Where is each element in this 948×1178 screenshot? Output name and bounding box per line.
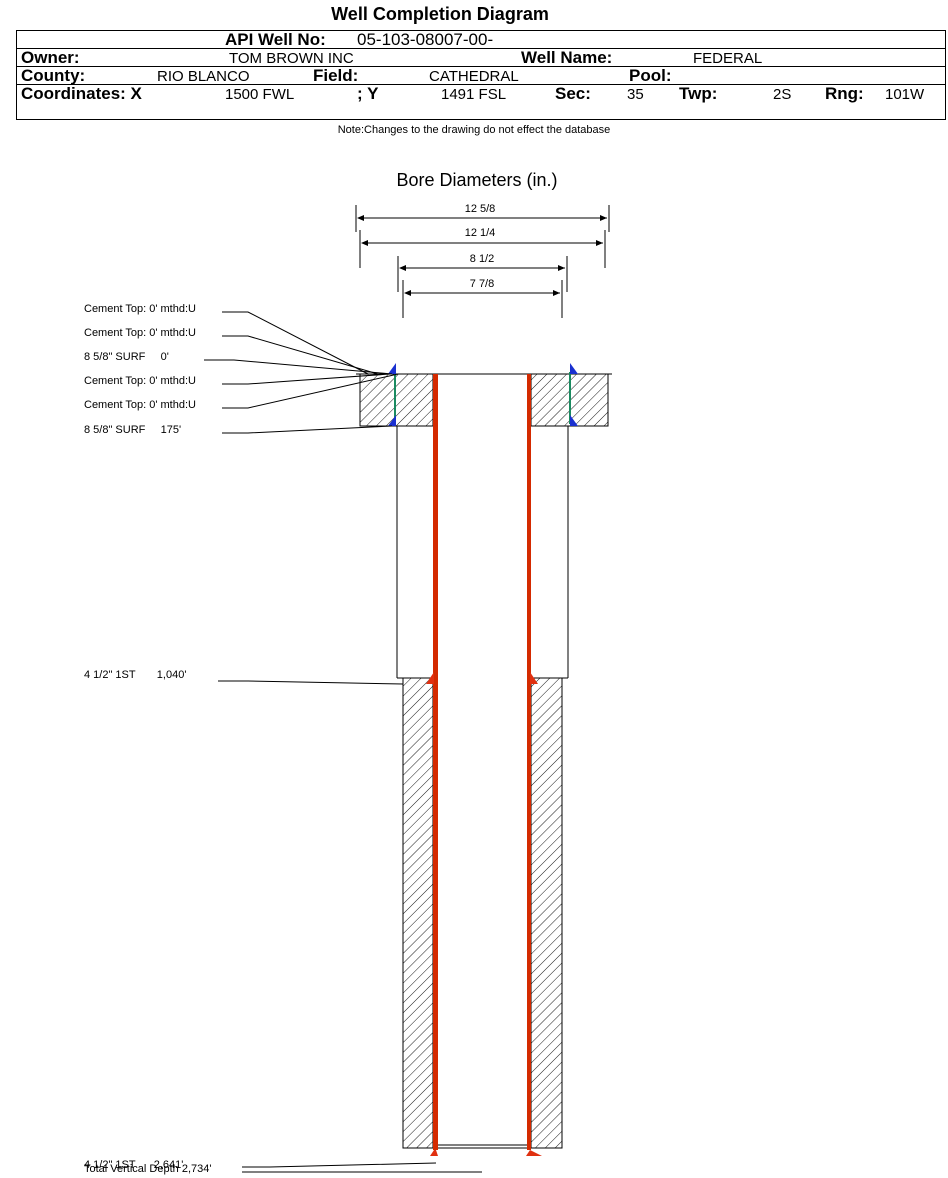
production-casing-marker-right bbox=[530, 672, 538, 684]
sec-label: Sec: bbox=[555, 84, 591, 103]
surface-casing-top-label: 8 5/8" SURF 0' bbox=[84, 351, 169, 363]
county-value: RIO BLANCO bbox=[157, 68, 250, 85]
cement-top-label: Cement Top: 0' mthd:U bbox=[84, 375, 196, 387]
header-row-coordinates: Coordinates: X 1500 FWL ; Y 1491 FSL Sec… bbox=[17, 84, 945, 103]
api-well-no-value: 05-103-08007-00- bbox=[357, 30, 494, 49]
county-label: County: bbox=[21, 66, 86, 85]
leader-lines bbox=[204, 311, 482, 1173]
production-cement-right bbox=[530, 677, 563, 1149]
owner-value: TOM BROWN INC bbox=[229, 50, 354, 67]
well-name-value: FEDERAL bbox=[693, 50, 763, 67]
surface-casing-shoe-label: 8 5/8" SURF 175' bbox=[84, 424, 181, 436]
bore-dim-label: 7 7/8 bbox=[470, 278, 494, 290]
cement-top-label: Cement Top: 0' mthd:U bbox=[84, 399, 196, 411]
field-value: CATHEDRAL bbox=[429, 68, 519, 85]
bore-dim-label: 12 1/4 bbox=[465, 227, 496, 239]
header-row-county: County: RIO BLANCO Field: CATHEDRAL Pool… bbox=[17, 66, 945, 85]
production-shoe-marker-right bbox=[526, 1150, 542, 1156]
total-depth-label: Total Vertical Depth 2,734' bbox=[84, 1163, 211, 1175]
coord-y-label: ; Y bbox=[357, 84, 379, 103]
bore-dim-8-1-2: 8 1/2 bbox=[397, 253, 568, 292]
bore-dim-label: 12 5/8 bbox=[465, 203, 496, 215]
rng-label: Rng: bbox=[825, 84, 864, 103]
bore-dim-12-1-4: 12 1/4 bbox=[359, 227, 606, 268]
surface-cement-left bbox=[359, 373, 434, 427]
owner-label: Owner: bbox=[21, 48, 80, 67]
bore-dim-12-5-8: 12 5/8 bbox=[355, 203, 610, 232]
production-cement-left bbox=[402, 677, 434, 1149]
surface-casing-shoe-marker-right bbox=[570, 415, 578, 426]
header-table: API Well No: 05-103-08007-00- Owner: TOM… bbox=[16, 30, 946, 120]
production-casing-marker-left bbox=[426, 672, 434, 684]
cement-top-label: Cement Top: 0' mthd:U bbox=[84, 303, 196, 315]
bore-dim-label: 8 1/2 bbox=[470, 253, 494, 265]
bore-dim-7-7-8: 7 7/8 bbox=[402, 278, 563, 318]
production-casing-depth-label: 4 1/2" 1ST 1,040' bbox=[84, 669, 186, 681]
surface-casing-shoe-marker-left bbox=[388, 415, 396, 426]
rng-value: 101W bbox=[885, 86, 925, 103]
header-row-api: API Well No: 05-103-08007-00- bbox=[17, 30, 945, 49]
field-label: Field: bbox=[313, 66, 359, 85]
production-shoe-marker-left bbox=[430, 1150, 438, 1156]
coord-x-label: Coordinates: X bbox=[21, 84, 142, 103]
production-casing-left bbox=[433, 374, 438, 1150]
twp-label: Twp: bbox=[679, 84, 718, 103]
surface-casing-top-marker-left bbox=[388, 363, 396, 374]
surface-casing-top-marker-right bbox=[570, 363, 578, 374]
api-well-no-label: API Well No: bbox=[225, 30, 326, 49]
production-casing-right bbox=[527, 374, 531, 1150]
coord-x-value: 1500 FWL bbox=[225, 86, 295, 103]
bore-diameters-title: Bore Diameters (in.) bbox=[396, 170, 557, 190]
pool-label: Pool: bbox=[629, 66, 672, 85]
well-name-label: Well Name: bbox=[521, 48, 613, 67]
header-row-owner: Owner: TOM BROWN INC Well Name: FEDERAL bbox=[17, 48, 945, 67]
twp-value: 2S bbox=[773, 86, 792, 103]
cement-top-label: Cement Top: 0' mthd:U bbox=[84, 327, 196, 339]
note-text: Note:Changes to the drawing do not effec… bbox=[337, 124, 611, 136]
coord-y-value: 1491 FSL bbox=[441, 86, 507, 103]
production-casing-shoe-label: 4 1/2" 1ST 2,641' bbox=[84, 1159, 183, 1171]
page-title: Well Completion Diagram bbox=[331, 4, 549, 24]
sec-value: 35 bbox=[627, 86, 644, 103]
